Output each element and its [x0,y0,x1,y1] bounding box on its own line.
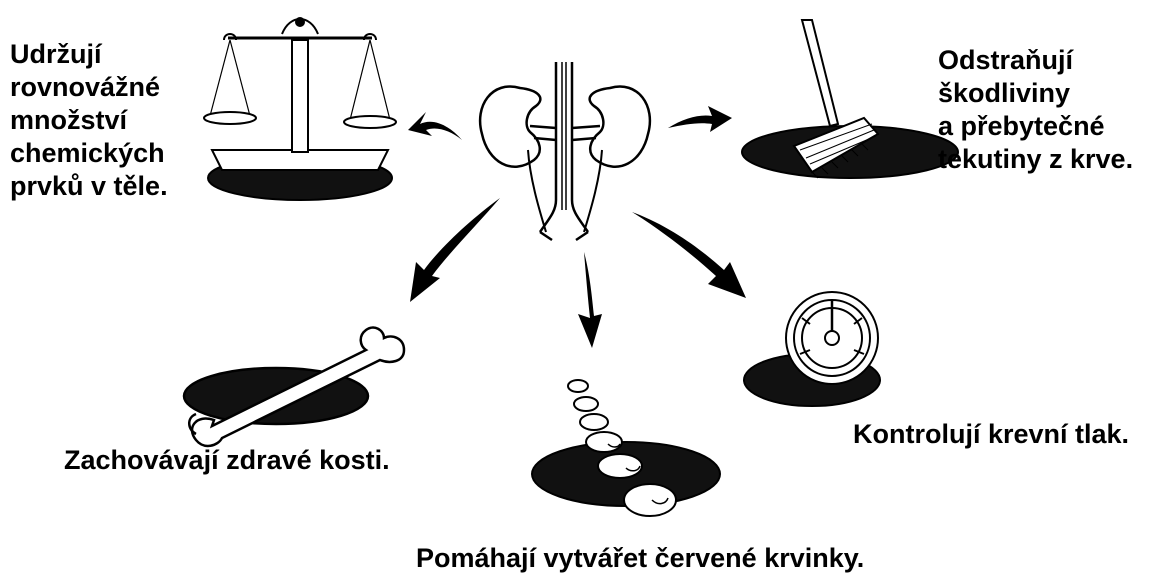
arrow-to-bones [410,198,500,302]
label-balance: Udržují rovnovážné množství chemických p… [10,38,168,203]
label-blood: Pomáhají vytvářet červené krvinky. [416,542,864,575]
arrow-to-cleanup [668,106,732,132]
label-line: Udržují [10,38,168,71]
kidneys-icon [480,62,650,240]
label-pressure: Kontrolují krevní tlak. [853,418,1129,451]
label-line: Zachovávají zdravé kosti. [64,444,390,477]
arrow-to-blood [578,252,602,348]
arrow-to-balance [408,112,462,140]
label-line: tekutiny z krve. [938,143,1133,176]
bone-icon [184,328,404,446]
pressure-gauge-icon [744,292,880,406]
label-line: Pomáhají vytvářet červené krvinky. [416,542,864,575]
broom-icon [742,20,958,178]
label-bones: Zachovávají zdravé kosti. [64,444,390,477]
label-line: a přebytečné [938,110,1133,143]
scale-icon [204,18,396,200]
label-line: chemických [10,137,168,170]
label-line: množství [10,104,168,137]
label-line: prvků v těle. [10,170,168,203]
label-line: škodliviny [938,77,1133,110]
label-line: Kontrolují krevní tlak. [853,418,1129,451]
arrow-to-pressure [632,212,746,298]
red-blood-cells-icon [532,380,720,516]
label-line: Odstraňují [938,44,1133,77]
label-cleanup: Odstraňují škodliviny a přebytečné tekut… [938,44,1133,176]
arrows [408,106,746,348]
label-line: rovnovážné [10,71,168,104]
